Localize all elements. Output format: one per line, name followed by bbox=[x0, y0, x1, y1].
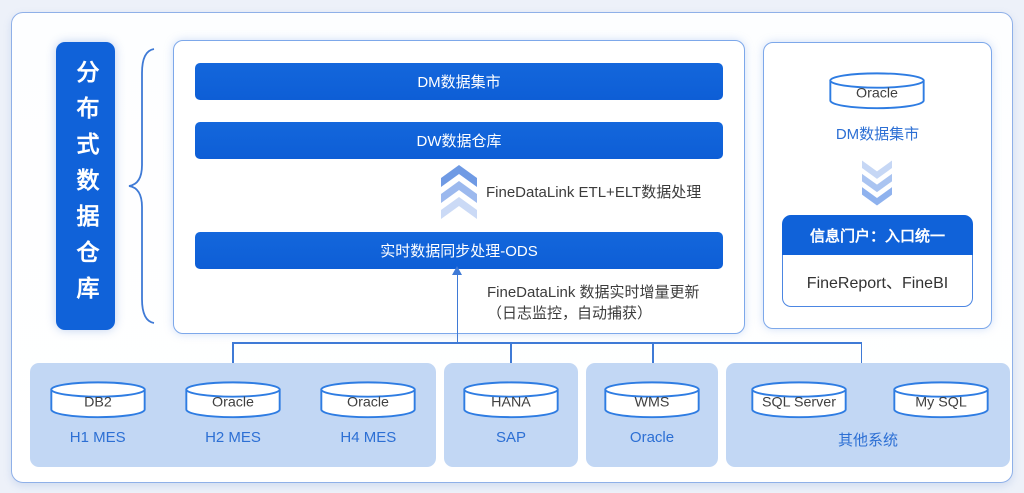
system-label: SAP bbox=[495, 429, 526, 446]
triple-chevron-down-icon bbox=[862, 160, 892, 206]
curly-brace-icon bbox=[128, 48, 155, 324]
mart-panel: Oracle DM数据集市 信息门户：入口统一 FineReport、FineB… bbox=[763, 42, 992, 329]
system-label: H2 MES bbox=[205, 429, 261, 446]
db-item: HANA bbox=[461, 380, 561, 420]
connector-stub-others bbox=[860, 342, 862, 363]
db-item: Oracle bbox=[183, 380, 283, 420]
db-item: DB2 bbox=[48, 380, 148, 420]
source-group-others: SQL Server My SQL 其他系统 bbox=[726, 363, 1010, 467]
system-label: 其他系统 bbox=[837, 432, 898, 449]
database-label: HANA bbox=[491, 395, 531, 411]
system-label: H1 MES bbox=[69, 429, 126, 446]
db-item: My SQL bbox=[891, 380, 991, 420]
connector-stub-oracle bbox=[652, 342, 654, 363]
portal-header: 信息门户：入口统一 bbox=[782, 215, 973, 255]
database-label: Oracle bbox=[856, 86, 898, 102]
distributed-warehouse-title-bar: 分布式数据仓库 bbox=[56, 42, 115, 330]
etl-processing-label: FineDataLink ETL+ELT数据处理 bbox=[486, 184, 702, 201]
db-item: WMS bbox=[602, 380, 702, 420]
distributed-warehouse-title: 分布式数据仓库 bbox=[73, 60, 99, 312]
arrow-up-icon bbox=[452, 266, 462, 275]
connector-stub-mes bbox=[232, 342, 234, 363]
database-cylinder-icon: Oracle bbox=[320, 381, 416, 419]
sync-note-line2: （日志监控，自动捕获） bbox=[487, 305, 653, 322]
database-cylinder-icon: Oracle bbox=[185, 381, 281, 419]
database-label: Oracle bbox=[212, 395, 254, 411]
database-label: Oracle bbox=[347, 395, 389, 411]
connector-up-line bbox=[456, 274, 458, 343]
ods-layer-bar: 实时数据同步处理-ODS bbox=[195, 232, 723, 269]
mart-title: DM数据集市 bbox=[835, 126, 920, 143]
connector-horizontal-line bbox=[232, 342, 862, 344]
dw-layer-bar: DW数据仓库 bbox=[195, 122, 723, 159]
database-cylinder-icon: SQL Server bbox=[751, 381, 847, 419]
system-label: H4 MES bbox=[340, 429, 397, 446]
database-cylinder-icon: Oracle bbox=[829, 72, 925, 110]
portal-tools: FineReport、FineBI bbox=[782, 255, 973, 307]
system-label: Oracle bbox=[629, 429, 675, 446]
connector-stub-sap bbox=[510, 342, 512, 363]
source-group-oracle-wms: WMS Oracle bbox=[586, 363, 718, 467]
source-group-mes: DB2 Oracle Oracle H1 MES H2 MES H4 MES bbox=[30, 363, 436, 467]
source-group-sap: HANA SAP bbox=[444, 363, 578, 467]
database-cylinder-icon: WMS bbox=[604, 381, 700, 419]
db-item: Oracle bbox=[318, 380, 418, 420]
sync-note: FineDataLink 数据实时增量更新 （日志监控，自动捕获） bbox=[487, 282, 700, 324]
database-cylinder-icon: DB2 bbox=[50, 381, 146, 419]
sync-note-line1: FineDataLink 数据实时增量更新 bbox=[487, 284, 700, 301]
dm-layer-bar: DM数据集市 bbox=[195, 63, 723, 100]
db-item: SQL Server bbox=[745, 380, 853, 420]
database-cylinder-icon: My SQL bbox=[893, 381, 989, 419]
database-label: WMS bbox=[635, 395, 670, 411]
database-cylinder-icon: HANA bbox=[463, 381, 559, 419]
database-label: SQL Server bbox=[762, 395, 836, 411]
warehouse-panel: DM数据集市 DW数据仓库 FineDataLink ETL+ELT数据处理 实… bbox=[173, 40, 745, 334]
database-label: My SQL bbox=[915, 395, 967, 411]
database-label: DB2 bbox=[84, 395, 112, 411]
portal-card: 信息门户：入口统一 FineReport、FineBI bbox=[782, 215, 973, 307]
triple-chevron-up-icon bbox=[441, 165, 477, 219]
